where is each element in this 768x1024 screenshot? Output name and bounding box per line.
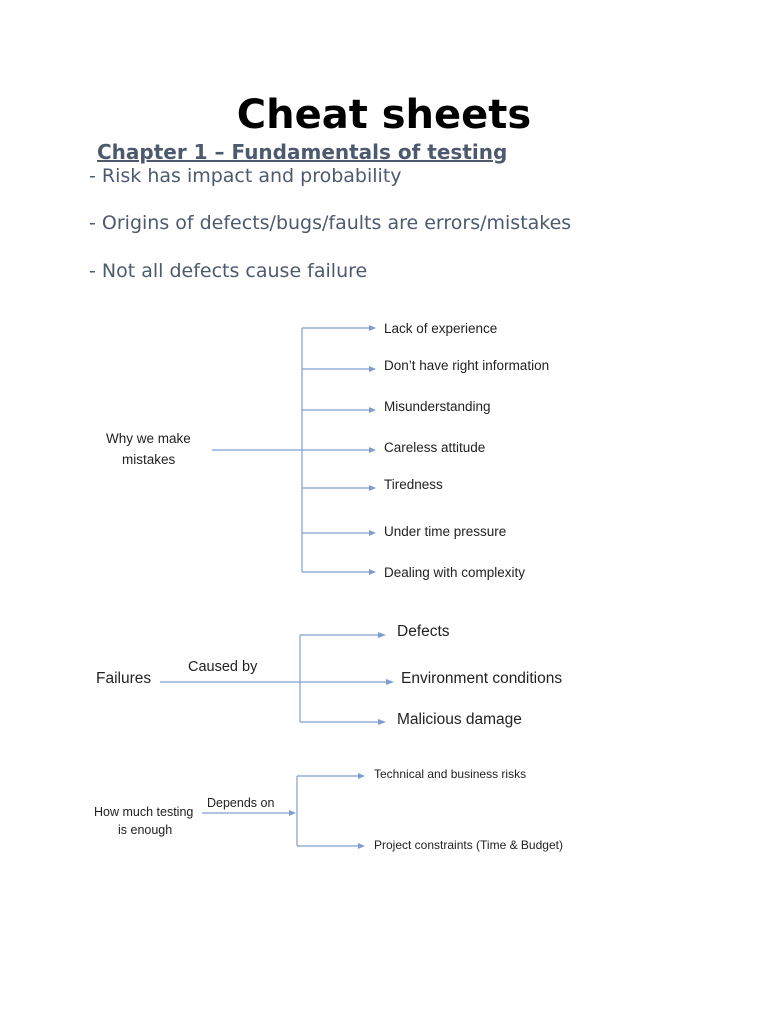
testing-item: Project constraints (Time & Budget) [374, 838, 563, 852]
failures-item: Defects [397, 623, 450, 640]
mistakes-item: Dealing with complexity [384, 565, 526, 580]
failures-connectors [160, 632, 394, 725]
mistakes-item: Careless attitude [384, 440, 486, 455]
testing-root-line2: is enough [118, 823, 173, 837]
failures-relation: Caused by [188, 659, 258, 675]
testing-connectors [202, 773, 365, 849]
failures-root: Failures [96, 670, 152, 687]
testing-item: Technical and business risks [374, 767, 527, 781]
mistakes-root-line2: mistakes [122, 452, 176, 467]
page-title: Cheat sheets [236, 92, 532, 138]
testing-root-line1: How much testing [94, 805, 194, 819]
failures-item: Malicious damage [397, 711, 522, 728]
mistakes-root-line1: Why we make [106, 431, 191, 446]
bullet-risk: - Risk has impact and probability [89, 165, 402, 187]
mistakes-item: Under time pressure [384, 524, 507, 539]
bullet-failure: - Not all defects cause failure [89, 260, 368, 282]
mistakes-item: Lack of experience [384, 321, 498, 336]
mistakes-item: Don’t have right information [384, 358, 550, 373]
chapter-heading: Chapter 1 – Fundamentals of testing [97, 140, 508, 164]
mistakes-item: Tiredness [384, 477, 443, 492]
mistakes-item: Misunderstanding [384, 399, 491, 414]
bullet-origins: - Origins of defects/bugs/faults are err… [89, 212, 572, 234]
failures-item: Environment conditions [401, 670, 563, 687]
mistakes-connectors [212, 325, 376, 575]
testing-relation: Depends on [207, 796, 275, 810]
